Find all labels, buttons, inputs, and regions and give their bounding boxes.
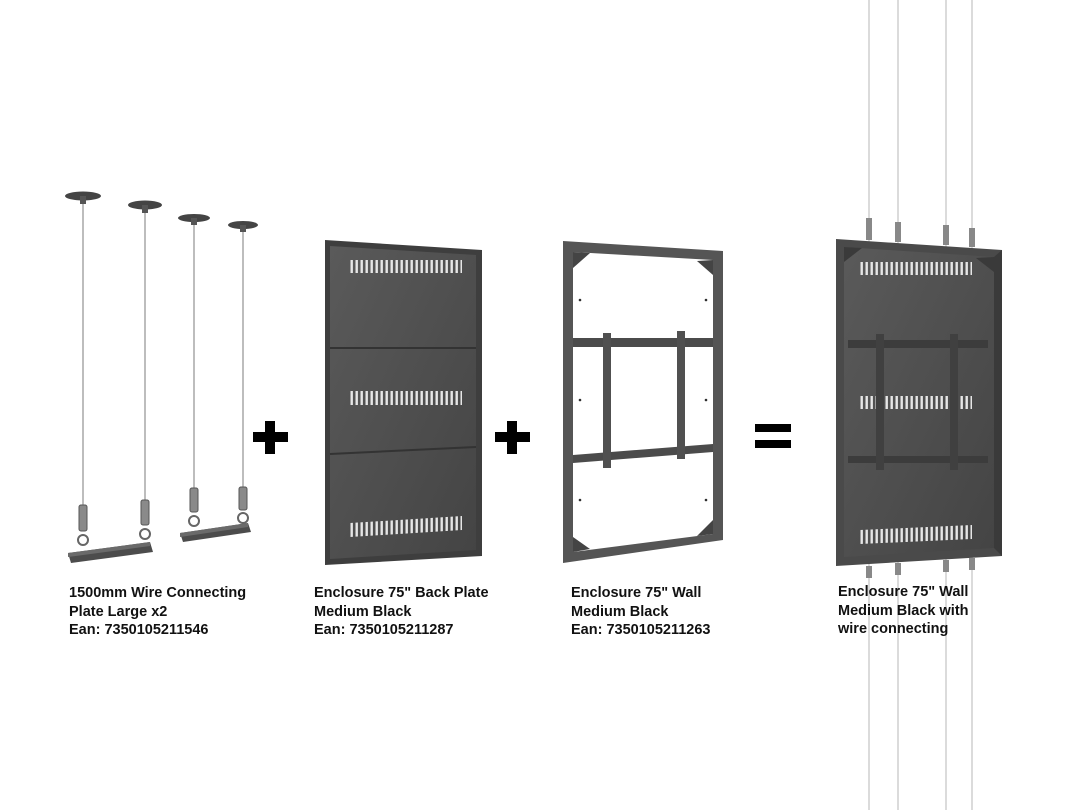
product-caption-wall: Enclosure 75" Wall Medium Black Ean: 735…: [571, 584, 711, 640]
vent-slots: [350, 516, 462, 537]
back-plate-image: [325, 240, 482, 565]
ceiling-cap: [65, 191, 101, 204]
product-name-line: Plate Large x2: [69, 603, 168, 620]
product-name-line: Medium Black: [571, 603, 669, 620]
product-name-line: Medium Black: [314, 603, 412, 620]
connecting-plate: [180, 523, 251, 542]
wire-connecting-plate-image: [65, 191, 258, 563]
vent-slots: [350, 260, 462, 273]
product-name-line: wire connecting: [838, 621, 949, 637]
product-caption-wire-plate: 1500mm Wire Connecting Plate Large x2 Ea…: [69, 584, 246, 640]
product-name-line: Enclosure 75" Back Plate: [314, 585, 489, 601]
product-ean: Ean: 7350105211287: [314, 622, 454, 638]
product-caption-assembled: Enclosure 75" Wall Medium Black with wir…: [838, 583, 969, 639]
turnbuckle: [77, 486, 249, 546]
ceiling-cap: [128, 200, 162, 213]
vent-slots: [350, 391, 462, 405]
equals-icon: [755, 424, 791, 448]
product-caption-back-plate: Enclosure 75" Back Plate Medium Black Ea…: [314, 584, 489, 640]
vent-slots: [860, 525, 972, 544]
plus-icon: [253, 421, 288, 454]
enclosure-wall-frame-image: [563, 241, 723, 563]
vent-slots: [860, 396, 972, 409]
product-ean: Ean: 7350105211546: [69, 622, 209, 638]
ceiling-cap: [178, 214, 210, 225]
assembled-enclosure-image: [836, 0, 1002, 810]
ceiling-cap: [228, 221, 258, 232]
product-name-line: Enclosure 75" Wall: [571, 585, 702, 601]
product-name-line: 1500mm Wire Connecting: [69, 585, 247, 601]
connecting-plate: [68, 542, 153, 563]
vent-slots: [860, 262, 972, 275]
plus-icon: [495, 421, 530, 454]
wire: [82, 204, 244, 505]
product-name-line: Enclosure 75" Wall: [838, 584, 969, 600]
product-name-line: Medium Black with: [838, 602, 969, 619]
product-ean: Ean: 7350105211263: [571, 622, 711, 638]
